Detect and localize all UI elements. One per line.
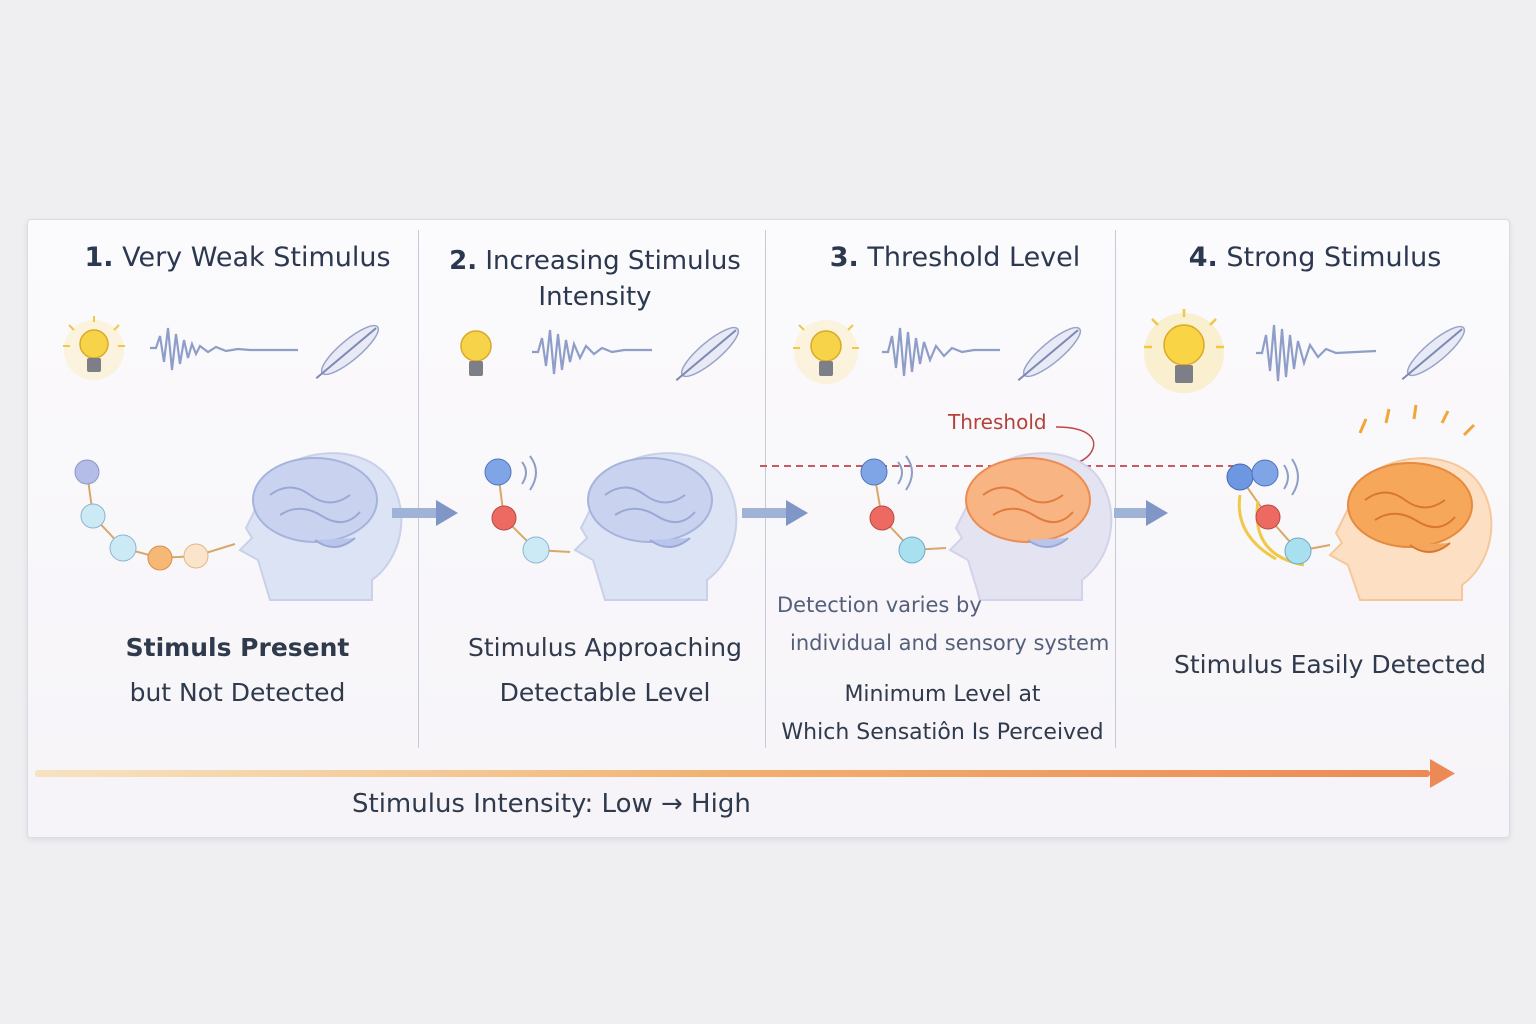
sound-wave-icon [150,327,298,371]
panel-3-caption: Minimum Level at Which Sensatiôn Is Perc… [781,682,1104,745]
lightbulb-icon [1144,309,1224,393]
neuron-chain-icon [484,455,571,564]
stimulus-icons-row-1 [63,316,380,380]
sound-wave-icon [532,329,652,375]
panel-divider [765,230,766,748]
feather-icon [315,324,380,380]
panel-2-figure [484,452,738,601]
threshold-label: Threshold [948,410,1047,434]
lightbulb-icon [63,316,125,380]
feather-icon [1017,326,1082,382]
sound-wave-icon [882,327,1000,377]
panel-divider [418,230,419,748]
panel-4-title: 4. Strong Stimulus [1188,242,1442,273]
stimulus-icons-row-4 [1144,309,1466,393]
neuron-chain-icon [860,455,947,564]
panel-3-figure [860,452,1113,601]
stimulus-icons-row-3 [793,320,1082,384]
arrow-right-icon [1114,500,1168,526]
panel-4-caption: Stimulus Easily Detected [1174,650,1486,679]
panel-1-caption: Stimuls Present but Not Detected [125,633,350,707]
panel-divider [1115,230,1116,748]
arrow-right-icon [392,500,458,526]
lightbulb-icon [460,330,492,376]
feather-icon [1401,325,1466,381]
neuron-chain-icon [1226,458,1331,567]
panel-4-figure [1226,404,1493,601]
panel-3-title: 3. Threshold Level [829,242,1081,273]
lightbulb-icon [793,320,859,384]
arrow-right-icon [742,500,808,526]
head-brain-icon [238,452,403,601]
sound-wave-icon [1256,324,1377,382]
panel-2-caption: Stimulus Approaching Detectable Level [467,633,742,707]
panel-1-figure [74,452,403,601]
neuron-chain-icon [74,459,236,571]
panel-2-title: 2. Increasing Stimulus Intensity [449,246,741,312]
head-brain-icon [573,452,738,601]
intensity-axis-arrow [35,759,1455,788]
head-brain-icon [948,452,1113,601]
head-brain-icon [1328,404,1493,601]
intensity-axis-label: Stimulus Intensity: Low → High [352,789,751,819]
feather-icon [675,326,740,382]
panel-1-title: 1. Very Weak Stimulus [84,242,391,273]
panel-3-note: Detection varies by individual and senso… [777,593,1110,655]
stimulus-icons-row-2 [460,326,740,382]
